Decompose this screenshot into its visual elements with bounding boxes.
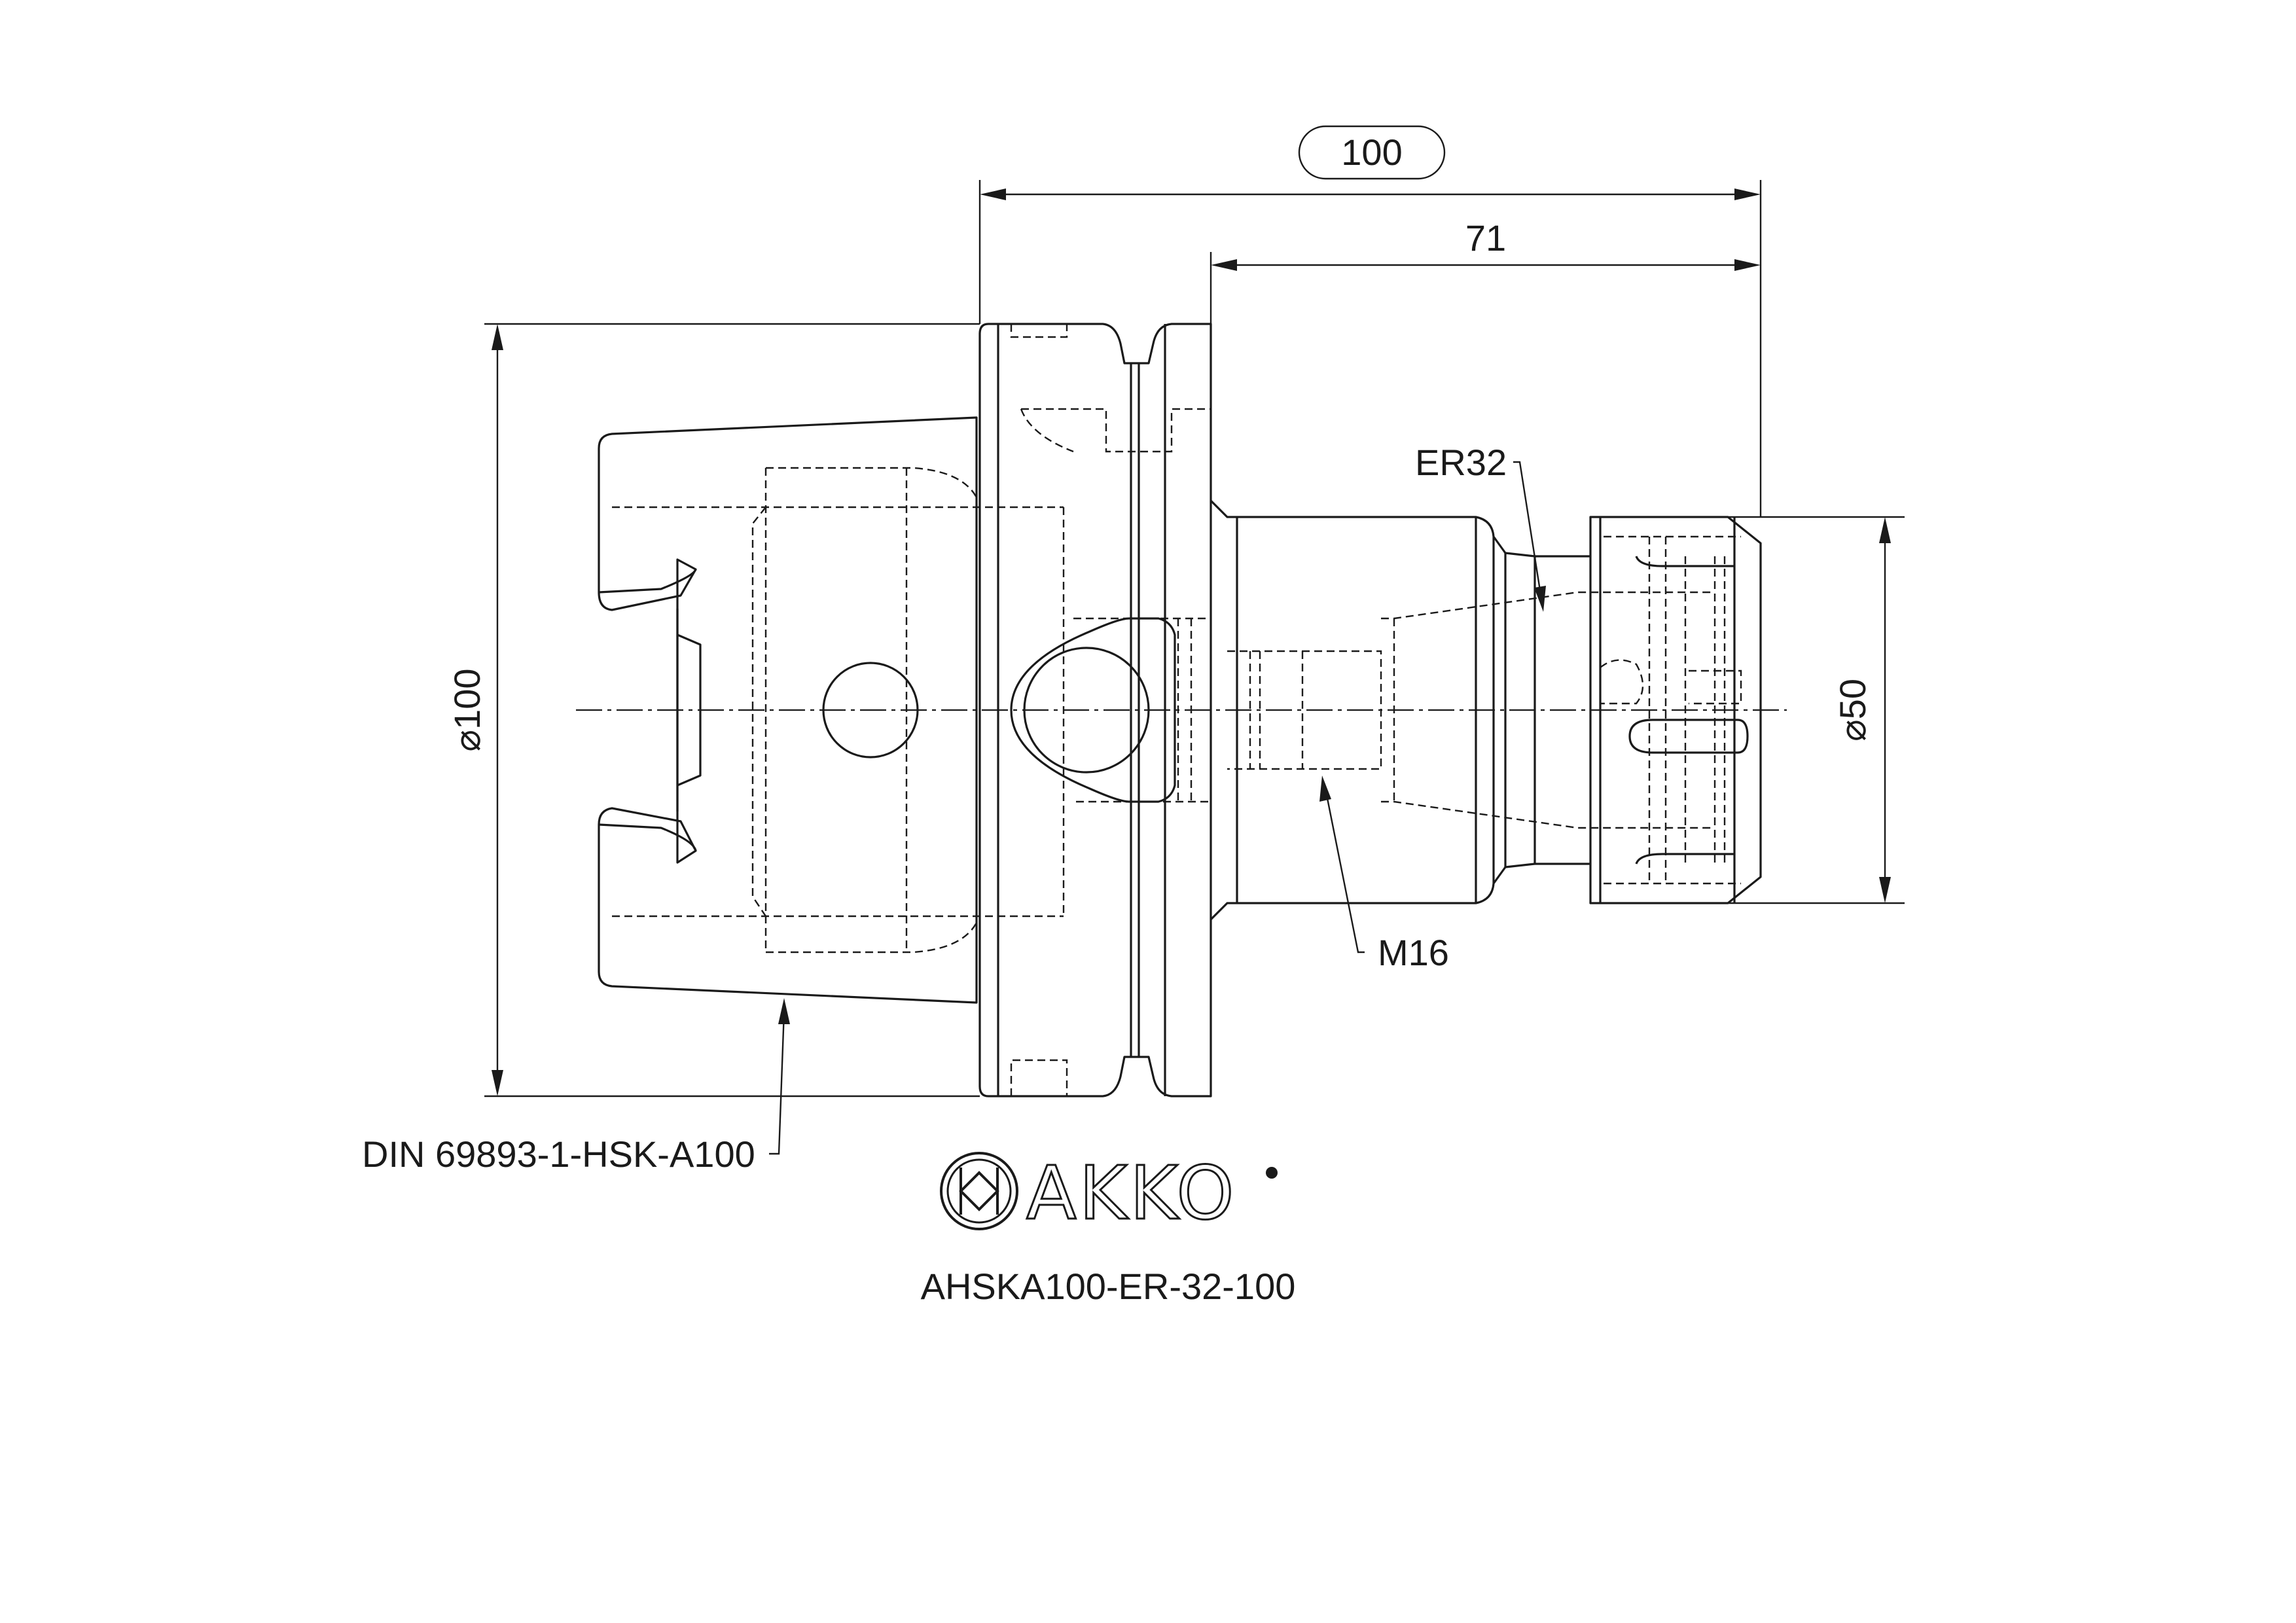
m16-label: M16 <box>1378 932 1449 973</box>
coolant-hole <box>822 662 919 758</box>
flange <box>978 323 1212 1097</box>
collet-nut <box>1589 516 1762 904</box>
dimension-overall-length: 100 <box>978 125 1762 517</box>
callout-er32: ER32 <box>1415 442 1546 612</box>
callout-hsk-standard: DIN 69893-1-HSK-A100 <box>362 998 790 1175</box>
registered-mark-icon <box>1266 1167 1278 1179</box>
flange-diameter-value: ⌀100 <box>446 668 488 751</box>
akko-logo: AKKO <box>940 1150 1278 1238</box>
nut-diameter-value: ⌀50 <box>1832 679 1873 741</box>
part-number: AHSKA100-ER-32-100 <box>921 1266 1296 1307</box>
dimension-gauge-length: 71 <box>1210 217 1761 324</box>
collet-body <box>1210 499 1715 921</box>
dimension-flange-diameter: ⌀100 <box>446 323 980 1097</box>
gauge-length-value: 71 <box>1465 217 1506 259</box>
akko-emblem-icon <box>940 1152 1018 1230</box>
er32-label: ER32 <box>1415 442 1507 483</box>
callout-m16: M16 <box>1319 776 1449 973</box>
hsk-shank <box>598 416 1065 1004</box>
overall-length-value: 100 <box>1341 132 1402 173</box>
dimension-nut-diameter: ⌀50 <box>1728 516 1905 904</box>
hsk-standard-label: DIN 69893-1-HSK-A100 <box>362 1133 755 1175</box>
brand-name: AKKO <box>1026 1151 1237 1236</box>
